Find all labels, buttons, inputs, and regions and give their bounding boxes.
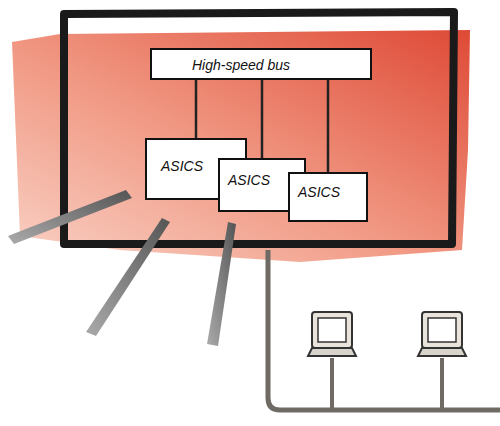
network-cable: [268, 250, 500, 410]
bus-label: High-speed bus: [192, 57, 370, 73]
bus-connector: [196, 80, 197, 138]
link-wire: [207, 222, 236, 346]
link-wire: [86, 218, 170, 336]
bus-connector: [262, 80, 263, 158]
chip-label: ASICS: [298, 184, 366, 200]
asic-chip: ASICS: [288, 172, 368, 222]
bus-box: High-speed bus: [150, 48, 372, 80]
link-wire: [8, 190, 132, 244]
red-wash: [12, 30, 470, 262]
computer-icon: [308, 312, 356, 410]
computer-icon: [418, 312, 466, 410]
system-frame: [64, 12, 454, 244]
bus-connector: [328, 80, 329, 172]
